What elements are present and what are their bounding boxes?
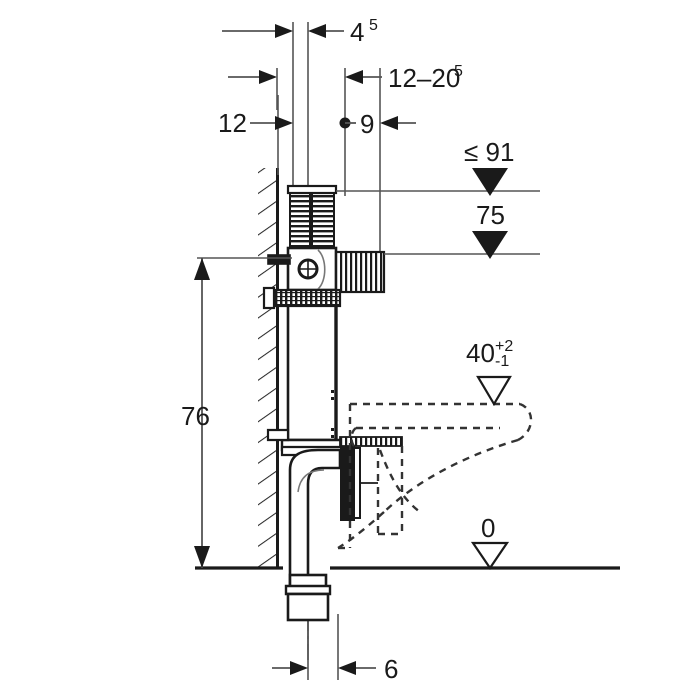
dim-12-value: 12 bbox=[218, 108, 247, 138]
dim-9-arrow bbox=[380, 116, 398, 130]
dim-1220-left-arrow bbox=[259, 70, 277, 84]
pipework bbox=[280, 436, 403, 622]
dim-45-right-arrow bbox=[308, 24, 326, 38]
threaded-connector bbox=[334, 250, 386, 294]
outlet-pipe-socket bbox=[284, 584, 332, 596]
dim-45-left-arrow bbox=[275, 24, 293, 38]
marker-40-triangle bbox=[476, 375, 512, 407]
pan-fixing-bar bbox=[339, 436, 403, 447]
valve-internal-curve bbox=[317, 249, 326, 290]
dim-45-value: 4 bbox=[350, 17, 364, 47]
dim-45-superscript: 5 bbox=[369, 17, 378, 34]
marker-le-91: ≤ 91 bbox=[464, 137, 514, 196]
marker-le-91-label: ≤ 91 bbox=[464, 137, 514, 167]
cistern-body bbox=[286, 288, 338, 442]
marker-75: 75 bbox=[472, 200, 508, 259]
pan-top-right-curve bbox=[517, 402, 533, 442]
marker-le-91-triangle bbox=[472, 168, 508, 196]
fill-valve-assembly bbox=[262, 184, 386, 310]
pan-lower-right-curve bbox=[383, 438, 519, 513]
dim-76-bottom-arrow bbox=[194, 546, 210, 568]
dim-6-left-arrow bbox=[290, 661, 308, 675]
dimension-76: 76 bbox=[181, 258, 210, 568]
dim-1220-superscript: 5 bbox=[454, 63, 463, 80]
pan-rim-left-curve bbox=[350, 427, 357, 449]
marker-75-triangle bbox=[472, 231, 508, 259]
marker-0: 0 bbox=[470, 513, 510, 570]
marker-0-triangle bbox=[470, 541, 510, 570]
marker-40-subscript: -1 bbox=[495, 353, 509, 370]
outlet-pipe-end bbox=[286, 592, 330, 622]
dimension-12-20: 12–20 5 bbox=[228, 63, 463, 110]
elbow-inner-line bbox=[297, 469, 325, 493]
wall-hatching bbox=[258, 168, 278, 568]
dim-1220-right-arrow bbox=[345, 70, 363, 84]
level-lines bbox=[197, 190, 540, 259]
dimension-12: 12 bbox=[218, 108, 293, 138]
dim-76-top-arrow bbox=[194, 258, 210, 280]
cistern-detail-dots bbox=[331, 390, 334, 438]
dim-6-value: 6 bbox=[384, 654, 398, 684]
marker-75-label: 75 bbox=[476, 200, 505, 230]
pan-bowl-inner bbox=[378, 449, 421, 513]
dim-76-value: 76 bbox=[181, 401, 210, 431]
marker-40-superscript: +2 bbox=[495, 338, 513, 355]
gasket-flange bbox=[353, 447, 361, 519]
bracket-wall-anchor bbox=[262, 286, 276, 310]
pipe-elbow bbox=[288, 448, 342, 602]
valve-rib-column-right bbox=[311, 189, 335, 249]
marker-40: 40 +2 -1 bbox=[466, 338, 513, 407]
dimension-9: 9 bbox=[339, 109, 416, 139]
dim-9-value: 9 bbox=[360, 109, 374, 139]
marker-0-label: 0 bbox=[481, 513, 495, 543]
pan-gasket bbox=[340, 444, 355, 521]
dim-6-right-arrow bbox=[338, 661, 356, 675]
toilet-pan-outline bbox=[337, 402, 533, 550]
dim-1220-value: 12–20 bbox=[388, 63, 460, 93]
valve-rib-column-left bbox=[289, 189, 311, 249]
mounting-bracket bbox=[270, 288, 342, 308]
dim-12-arrow bbox=[275, 116, 293, 130]
valve-top-cap bbox=[286, 184, 338, 195]
valve-wall-nipple bbox=[267, 254, 291, 265]
dimension-6: 6 bbox=[272, 654, 398, 684]
marker-40-label: 40 bbox=[466, 338, 495, 368]
dimension-45: 4 5 bbox=[222, 17, 378, 47]
wall-section bbox=[258, 168, 279, 568]
cistern-left-bracket bbox=[266, 428, 290, 442]
